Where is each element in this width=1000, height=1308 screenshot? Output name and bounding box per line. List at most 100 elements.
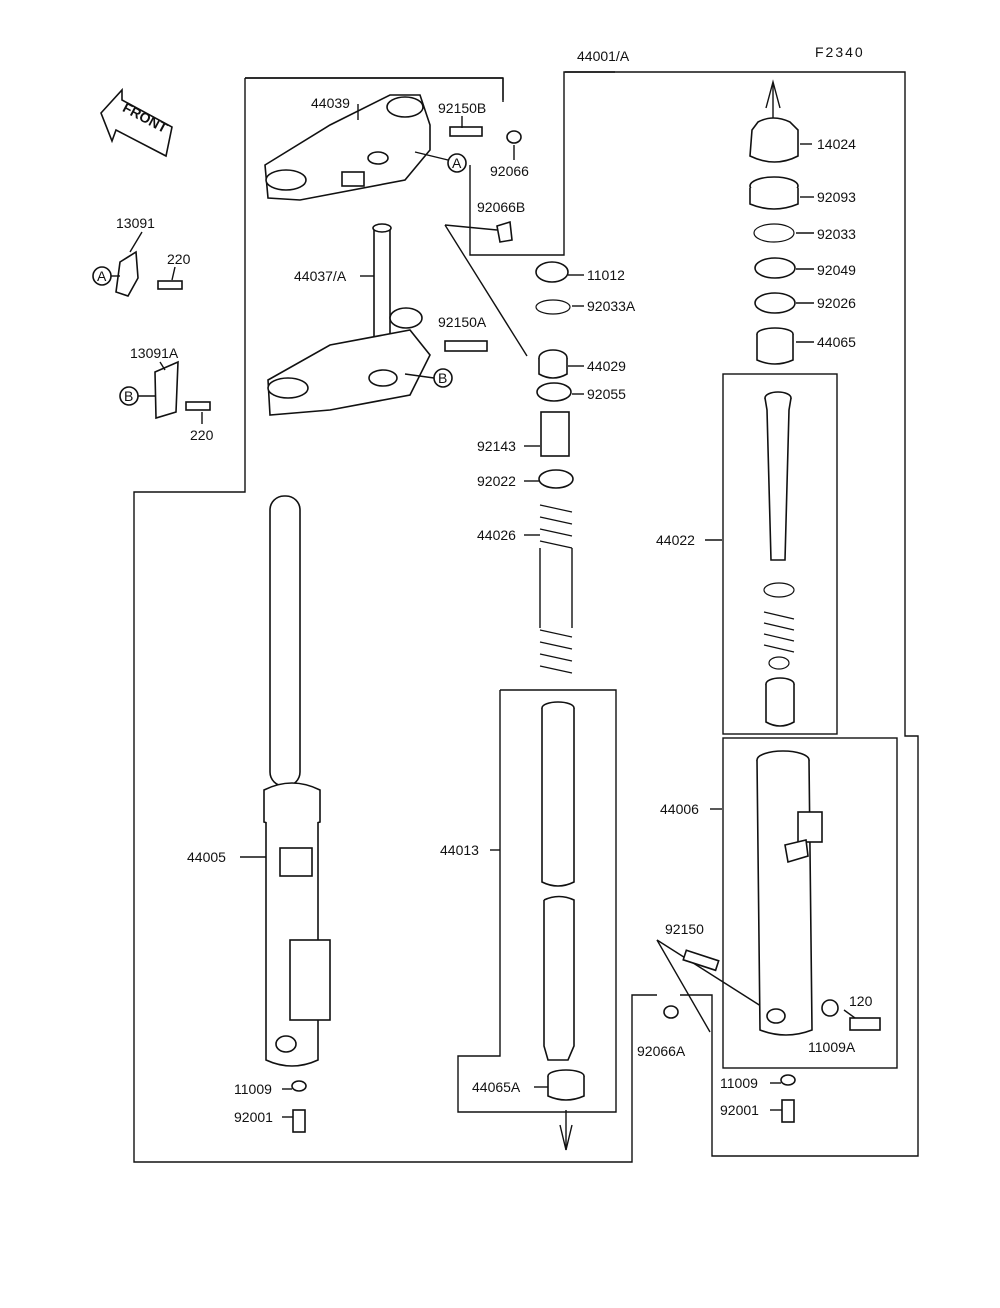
label-220a: 220 — [167, 251, 191, 267]
part-labels: F2340 44001/A 44039 92150B 92066 14024 9… — [116, 44, 873, 1125]
steering-bearings — [749, 117, 799, 365]
fork-internals-center — [535, 261, 585, 1101]
right-fork-44006 — [663, 750, 881, 1123]
upper-bracket-44039 — [264, 94, 431, 201]
label-92066: 92066 — [490, 163, 529, 179]
label-92066B: 92066B — [477, 199, 525, 215]
part-44065-body — [756, 334, 794, 365]
left-caliper-mount-top — [279, 847, 313, 877]
label-44037A: 44037/A — [294, 268, 347, 284]
leader-diag-92066A — [656, 939, 711, 1033]
left-inner-tube — [269, 495, 301, 787]
label-44065A: 44065A — [472, 1079, 521, 1095]
left-axle-hole — [275, 1035, 297, 1053]
label-92049: 92049 — [817, 262, 856, 278]
washer-11009-left — [291, 1080, 307, 1092]
front-arrow-icon — [100, 87, 173, 158]
label-13091A: 13091A — [130, 345, 179, 361]
label-44065: 44065 — [817, 334, 856, 350]
label-92055: 92055 — [587, 386, 626, 402]
label-14024: 14024 — [817, 136, 856, 152]
label-92001-right: 92001 — [720, 1102, 759, 1118]
bracket-left-outline — [133, 78, 657, 1163]
bracket-right-outline — [680, 374, 919, 1157]
lower-bracket-left-hole — [267, 377, 309, 399]
cap-92066B — [496, 220, 513, 243]
cap-92066 — [506, 130, 522, 144]
steering-stem-44037 — [267, 223, 431, 416]
leader-220a — [171, 266, 176, 281]
marker-b-clip-text: B — [124, 388, 133, 404]
part-92143 — [540, 411, 570, 457]
label-44005: 44005 — [187, 849, 226, 865]
markers: A B A B — [92, 151, 467, 406]
label-44013: 44013 — [440, 842, 479, 858]
marker-b-stem-text: B — [438, 370, 447, 386]
clip-13091A — [154, 360, 179, 420]
leader-13091 — [129, 231, 143, 253]
label-11012: 11012 — [587, 267, 625, 283]
arrow-44065A-head — [559, 1124, 573, 1151]
stem-top — [372, 223, 392, 233]
marker-a-clip-text: A — [97, 268, 107, 284]
lower-bracket-body — [267, 329, 431, 416]
leader-diag-92150A — [444, 224, 528, 357]
label-220b: 220 — [190, 427, 214, 443]
bolt-120 — [849, 1017, 881, 1031]
upper-bracket-stem-hole — [367, 151, 389, 165]
label-92143: 92143 — [477, 438, 516, 454]
part-44029-body — [538, 358, 568, 379]
part-92049 — [754, 257, 796, 279]
part-11012 — [535, 261, 569, 283]
bolt-92150B — [449, 126, 483, 137]
leader-diag-92150 — [656, 939, 776, 1016]
bracket-44001 — [469, 71, 906, 374]
label-120: 120 — [849, 993, 873, 1009]
label-92001-left: 92001 — [234, 1109, 273, 1125]
part-92033A — [535, 299, 571, 315]
lower-bracket-clamp — [389, 307, 423, 329]
right-axle-hole — [766, 1008, 786, 1024]
leader-13091A — [159, 361, 166, 371]
tube-44013-upper — [541, 708, 575, 887]
label-11009-left: 11009 — [234, 1081, 272, 1097]
cartridge-ring — [768, 656, 790, 670]
label-11009-right: 11009 — [720, 1075, 758, 1091]
cartridge-clip — [763, 582, 795, 598]
bolt-92150A — [444, 340, 488, 352]
right-outer-tube — [756, 759, 813, 1036]
part-92026 — [754, 292, 796, 314]
marker-a-top — [447, 153, 467, 173]
washer-11009A — [821, 999, 839, 1017]
label-92033A: 92033A — [587, 298, 636, 314]
cap-92066A — [663, 1005, 679, 1019]
cartridge-spring — [763, 611, 795, 653]
label-92033: 92033 — [817, 226, 856, 242]
label-44026: 44026 — [477, 527, 516, 543]
part-14024 — [749, 117, 799, 163]
label-92066A: 92066A — [637, 1043, 686, 1059]
part-92055 — [536, 382, 572, 402]
upper-bracket-right-hole — [386, 96, 424, 118]
lower-bracket-stem-base — [368, 369, 398, 387]
label-44006: 44006 — [660, 801, 699, 817]
bracket-44022-box — [722, 373, 838, 735]
bolt-220-a — [157, 280, 183, 290]
label-92150: 92150 — [665, 921, 704, 937]
leader-diag-92066B — [444, 224, 498, 231]
clip-13091 — [115, 250, 139, 297]
label-92150A: 92150A — [438, 314, 487, 330]
bolt-92150 — [682, 949, 720, 972]
leader-120 — [843, 1009, 856, 1019]
front-direction-arrow: FRONT — [100, 87, 173, 158]
tube-44013-lower — [543, 895, 575, 1061]
figure-code: F2340 — [815, 44, 865, 60]
label-leaders — [129, 104, 856, 1118]
washer-11009-right — [780, 1074, 796, 1086]
label-44029: 44029 — [587, 358, 626, 374]
left-caliper-mount — [289, 939, 331, 1021]
spring-44026-lower — [539, 629, 573, 674]
right-boss — [784, 839, 809, 864]
clamp-bolts — [444, 126, 522, 352]
